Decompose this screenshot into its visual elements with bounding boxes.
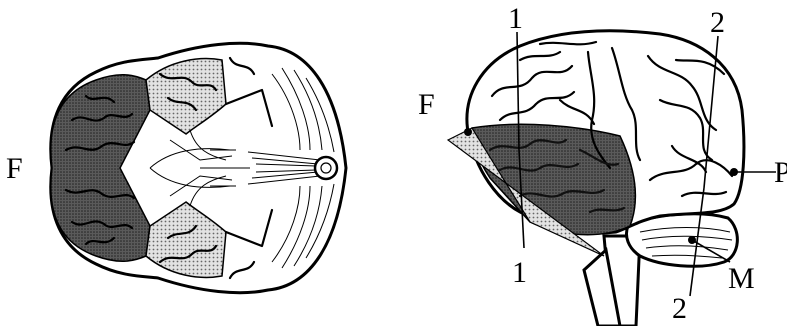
right-label-1-top: 1 xyxy=(508,2,523,35)
left-label-F: F xyxy=(6,152,23,185)
right-label-1-bottom: 1 xyxy=(512,256,527,289)
right-label-F: F xyxy=(418,88,435,121)
spinal-cord-section xyxy=(315,157,337,179)
point-P xyxy=(730,168,738,176)
inferior-view-brain xyxy=(51,43,346,292)
point-M xyxy=(688,236,696,244)
right-label-2-top: 2 xyxy=(710,6,725,39)
right-label-2-bottom: 2 xyxy=(672,292,687,325)
right-label-P: P xyxy=(774,156,787,189)
right-label-M: M xyxy=(728,262,755,295)
point-F xyxy=(464,128,472,136)
lateral-view-brain xyxy=(448,31,776,326)
